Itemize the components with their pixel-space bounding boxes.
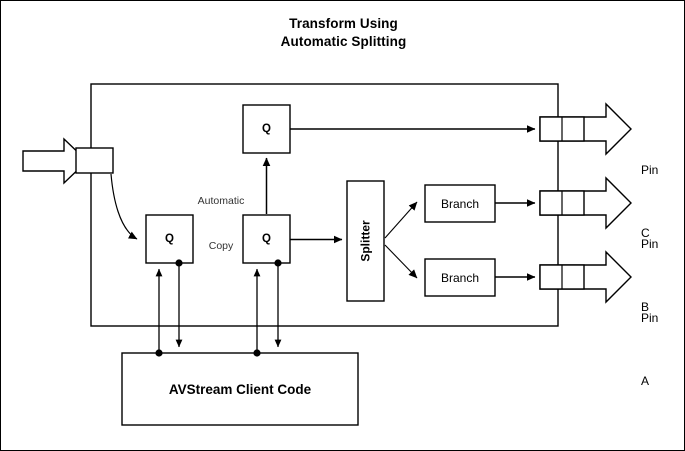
output-pin-label-c: Pin C [641, 118, 658, 286]
client-code-label-wrap: AVStream Client Code [122, 353, 358, 425]
queue-label-top: Q [262, 123, 271, 135]
queue-label-middle: Q [262, 233, 271, 245]
branch-label-upper: Branch [440, 196, 480, 211]
edge-splitter-to-branch-lower [384, 244, 418, 279]
branch-box-upper [424, 184, 496, 223]
splitter-box [346, 180, 385, 302]
junction-dot-queue-middle-out [274, 259, 282, 267]
junction-dot-client-middle-in [253, 349, 261, 357]
splitter-label-wrap: Splitter [347, 181, 384, 301]
input-pin-connector [75, 147, 114, 174]
client-code-label: AVStream Client Code [168, 381, 312, 397]
pin-a-line-1: Pin [641, 311, 659, 325]
branch-label-lower: Branch [440, 270, 480, 285]
edge-splitter-to-branch-upper [384, 201, 418, 239]
pin-b-line-2: B [641, 300, 650, 314]
pin-a-line-2: A [641, 374, 650, 388]
pin-b-line-1: Pin [641, 237, 659, 251]
queue-box-middle [242, 214, 291, 264]
avstream-client-code-box [121, 352, 359, 426]
junction-dot-client-left-in [155, 349, 163, 357]
automatic-copy-line-1: Automatic [197, 195, 245, 207]
junction-dot-queue-left-out [175, 259, 183, 267]
output-pin-a-group [539, 250, 632, 304]
branch-box-lower [424, 258, 496, 297]
title-line-2: Automatic Splitting [280, 34, 407, 49]
diagram-title: Transform Using Automatic Splitting [1, 15, 684, 51]
queue-label-left-wrap: Q [146, 215, 193, 263]
pin-c-line-1: Pin [641, 163, 659, 177]
queue-box-top [242, 104, 291, 154]
automatic-copy-annotation: Automatic Copy [179, 164, 263, 284]
splitter-label: Splitter [358, 220, 373, 262]
branch-label-lower-wrap: Branch [425, 259, 495, 296]
output-pin-c-group [539, 102, 632, 156]
output-pin-label-a: Pin A [641, 266, 658, 434]
pin-c-line-2: C [641, 226, 650, 240]
queue-label-left: Q [165, 233, 174, 245]
output-pin-label-b: Pin B [641, 192, 658, 360]
queue-label-middle-wrap: Q [243, 215, 290, 263]
output-pin-b-group [539, 176, 632, 230]
branch-label-upper-wrap: Branch [425, 185, 495, 222]
edge-input-to-queue-left [110, 173, 138, 240]
title-line-1: Transform Using [289, 16, 398, 31]
queue-label-top-wrap: Q [243, 105, 290, 153]
queue-box-left [145, 214, 194, 264]
automatic-copy-line-2: Copy [208, 240, 234, 252]
